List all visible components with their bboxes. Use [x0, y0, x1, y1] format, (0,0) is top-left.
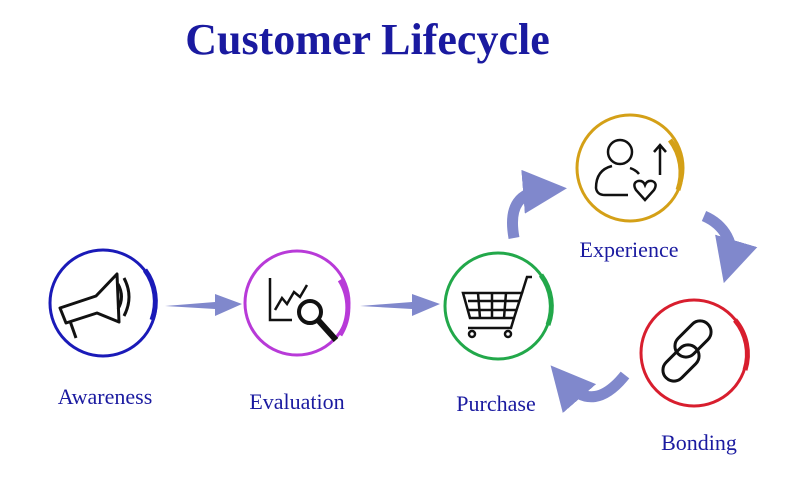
stage-label-bonding: Bonding — [661, 430, 737, 455]
shopping-cart-icon — [461, 275, 532, 339]
stage-circle-evaluation — [243, 249, 351, 357]
user-heart-icon — [594, 138, 667, 202]
stage-label-awareness: Awareness — [57, 384, 153, 409]
chart-magnifier-icon — [268, 278, 339, 343]
arrow-bonding-to-purchase — [550, 365, 630, 414]
chain-link-icon — [661, 319, 713, 383]
stage-circle-experience — [575, 113, 685, 223]
arrow-evaluation-to-purchase — [360, 294, 440, 316]
arrow-purchase-to-experience — [507, 169, 567, 239]
stage-circle-purchase — [443, 251, 554, 361]
arrow-experience-to-bonding — [701, 210, 758, 284]
stage-circle-awareness — [48, 248, 158, 358]
stage-label-evaluation: Evaluation — [249, 389, 345, 414]
stage-label-purchase: Purchase — [456, 391, 536, 416]
arrow-awareness-to-evaluation — [165, 294, 242, 316]
stage-label-experience: Experience — [579, 237, 679, 262]
stage-circle-bonding — [639, 298, 750, 408]
megaphone-icon — [58, 272, 131, 339]
diagram-title: Customer Lifecycle — [185, 15, 550, 64]
